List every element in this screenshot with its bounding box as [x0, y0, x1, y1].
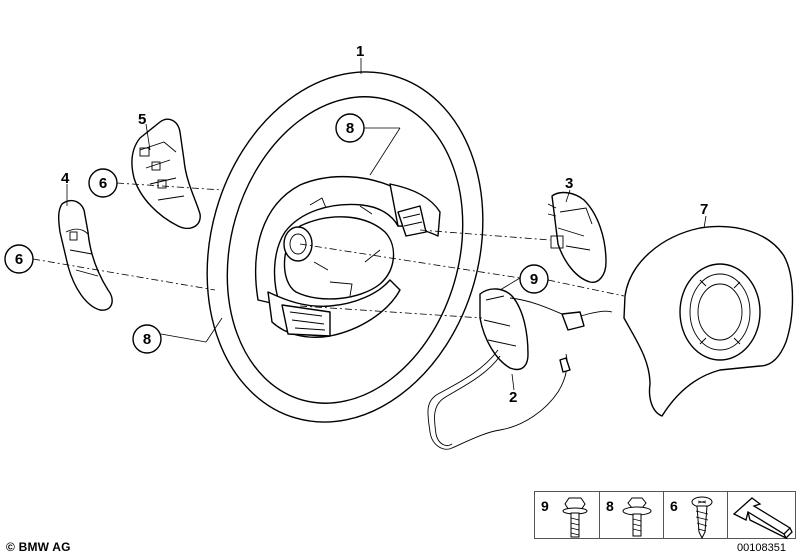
legend-cell-9: 9 — [534, 491, 599, 539]
svg-text:6: 6 — [15, 251, 23, 268]
callout-4: 4 — [61, 170, 70, 187]
legend-number: 6 — [670, 498, 678, 514]
legend-number: 8 — [606, 498, 614, 514]
document-number: 00108351 — [737, 542, 786, 554]
airbag-module[interactable] — [623, 225, 794, 417]
left-multifunction-switch[interactable] — [131, 118, 201, 230]
wiring-harness[interactable] — [427, 288, 613, 450]
callout-8-top: 8 — [335, 113, 365, 143]
callout-1: 1 — [356, 43, 364, 60]
torx-screw-icon — [691, 496, 713, 540]
right-multifunction-switch[interactable] — [547, 191, 607, 283]
copyright-text: © BMW AG — [6, 540, 71, 554]
callout-6-upper: 6 — [88, 168, 118, 198]
svg-text:8: 8 — [346, 120, 354, 137]
legend-cell-8: 8 — [599, 491, 663, 539]
svg-text:8: 8 — [143, 331, 151, 348]
hex-flange-bolt-icon — [562, 497, 588, 538]
svg-text:6: 6 — [99, 175, 107, 192]
svg-text:9: 9 — [530, 271, 538, 288]
legend-cell-6: 6 — [663, 491, 727, 540]
fastener-legend: 9 8 6 — [534, 491, 796, 540]
callout-7: 7 — [700, 201, 708, 218]
arrow-icon — [732, 497, 793, 540]
callout-9: 9 — [519, 264, 549, 294]
callout-3: 3 — [565, 175, 573, 192]
left-switch-cover[interactable] — [57, 199, 113, 311]
assembly-lines — [32, 182, 625, 319]
callout-8-bottom: 8 — [132, 324, 162, 354]
callout-5: 5 — [138, 111, 146, 128]
leader-lines — [66, 58, 707, 391]
legend-number: 9 — [541, 498, 549, 514]
callout-6-lower: 6 — [4, 244, 34, 274]
washer-bolt-icon — [622, 497, 652, 537]
callout-2: 2 — [509, 389, 517, 406]
legend-cell-arrow — [727, 491, 796, 540]
